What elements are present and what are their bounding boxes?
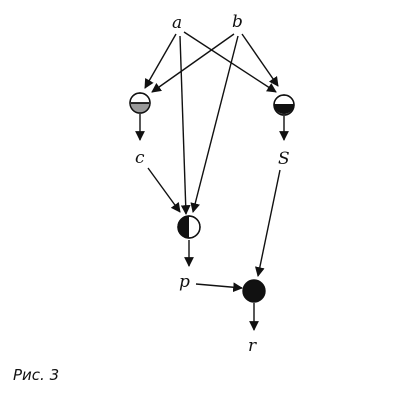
middle-node [177, 215, 201, 239]
figure-caption: Рис. 3 [13, 366, 59, 384]
label-a: a [172, 13, 182, 33]
edge-p-to-bottom-node [195, 282, 243, 293]
right-node [273, 94, 295, 116]
label-s: S [278, 149, 290, 169]
label-c: c [135, 148, 145, 168]
edge-a-to-middle-node [179, 35, 191, 215]
edge-c-to-middle-node [147, 167, 181, 213]
left-node [129, 92, 151, 114]
edge-a-to-left-node [144, 33, 177, 89]
bottom-node [242, 279, 266, 303]
edge-b-to-middle-node [190, 35, 239, 213]
label-p: p [179, 272, 190, 292]
edge-a-to-right-node [183, 31, 277, 93]
edge-s-to-bottom-node [254, 169, 281, 277]
label-r: r [248, 336, 257, 356]
label-b: b [232, 12, 243, 32]
edge-b-to-right-node [241, 33, 279, 87]
edge-b-to-left-node [151, 33, 235, 93]
